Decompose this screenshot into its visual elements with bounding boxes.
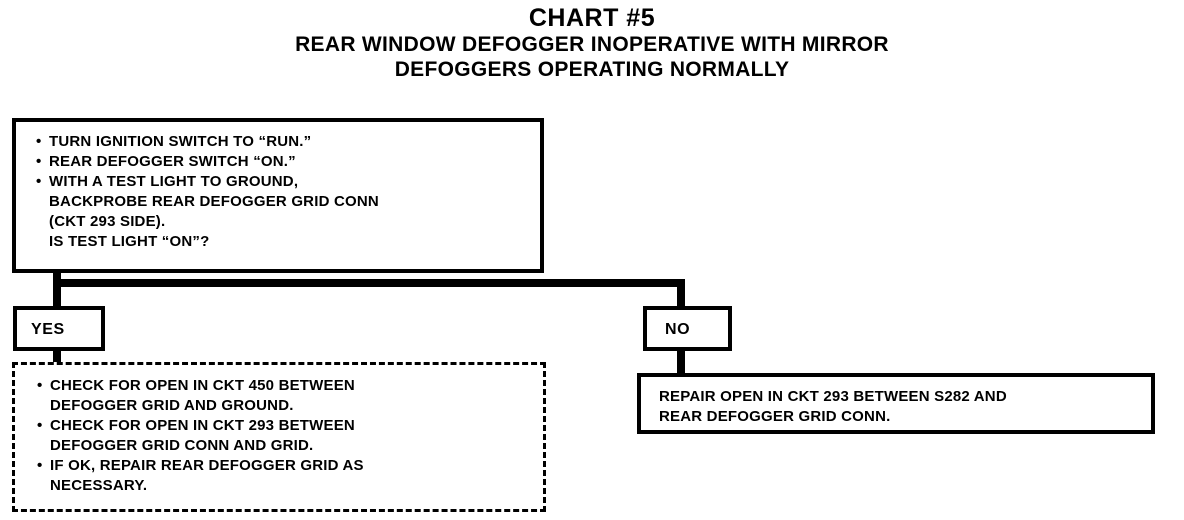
list-item: • IF OK, REPAIR REAR DEFOGGER GRID AS NE… bbox=[37, 456, 537, 496]
bullet-icon: • bbox=[36, 153, 42, 170]
yes-result-list: • CHECK FOR OPEN IN CKT 450 BETWEEN DEFO… bbox=[37, 376, 537, 496]
no-result-box: REPAIR OPEN IN CKT 293 BETWEEN S282 AND … bbox=[637, 373, 1155, 434]
connector-branch-bus bbox=[53, 279, 685, 287]
yes-result-step-2: CHECK FOR OPEN IN CKT 293 BETWEEN DEFOGG… bbox=[50, 417, 355, 454]
decision-step-3: WITH A TEST LIGHT TO GROUND, BACKPROBE R… bbox=[49, 173, 379, 250]
chart-title-block: CHART #5 REAR WINDOW DEFOGGER INOPERATIV… bbox=[0, 4, 1184, 82]
yes-result-box: • CHECK FOR OPEN IN CKT 450 BETWEEN DEFO… bbox=[12, 362, 546, 512]
yes-result-step-3: IF OK, REPAIR REAR DEFOGGER GRID AS NECE… bbox=[50, 457, 364, 494]
no-result-text: REPAIR OPEN IN CKT 293 BETWEEN S282 AND … bbox=[659, 388, 1007, 425]
list-item: • CHECK FOR OPEN IN CKT 293 BETWEEN DEFO… bbox=[37, 416, 537, 456]
yes-result-step-1: CHECK FOR OPEN IN CKT 450 BETWEEN DEFOGG… bbox=[50, 377, 355, 414]
bullet-icon: • bbox=[37, 377, 43, 394]
bullet-icon: • bbox=[37, 417, 43, 434]
bullet-icon: • bbox=[36, 133, 42, 150]
chart-subtitle-line-2: DEFOGGERS OPERATING NORMALLY bbox=[394, 58, 790, 81]
decision-box: • TURN IGNITION SWITCH TO “RUN.” • REAR … bbox=[12, 118, 544, 273]
bullet-icon: • bbox=[36, 173, 42, 190]
branch-box-yes: YES bbox=[13, 306, 105, 351]
connector-drop-yes bbox=[53, 279, 61, 308]
connector-no-to-result bbox=[677, 349, 685, 375]
decision-step-1: TURN IGNITION SWITCH TO “RUN.” bbox=[49, 133, 312, 150]
connector-drop-no bbox=[677, 279, 685, 308]
connector-yes-to-result bbox=[53, 349, 61, 365]
decision-step-2: REAR DEFOGGER SWITCH “ON.” bbox=[49, 153, 296, 170]
branch-box-no: NO bbox=[643, 306, 732, 351]
list-item: • WITH A TEST LIGHT TO GROUND, BACKPROBE… bbox=[36, 172, 534, 252]
chart-title: CHART #5 bbox=[528, 4, 656, 32]
list-item: • REAR DEFOGGER SWITCH “ON.” bbox=[36, 152, 534, 172]
decision-instruction-list: • TURN IGNITION SWITCH TO “RUN.” • REAR … bbox=[36, 132, 534, 252]
branch-label-yes: YES bbox=[31, 321, 65, 338]
list-item: • CHECK FOR OPEN IN CKT 450 BETWEEN DEFO… bbox=[37, 376, 537, 416]
list-item: • TURN IGNITION SWITCH TO “RUN.” bbox=[36, 132, 534, 152]
bullet-icon: • bbox=[37, 457, 43, 474]
branch-label-no: NO bbox=[665, 321, 691, 338]
chart-subtitle-line-1: REAR WINDOW DEFOGGER INOPERATIVE WITH MI… bbox=[295, 33, 889, 56]
